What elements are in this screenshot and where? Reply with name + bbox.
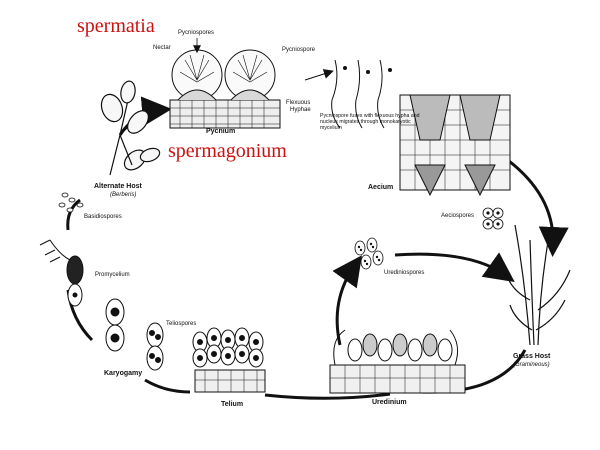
flexuous-hyphae bbox=[304, 59, 392, 129]
arrow-karyogamy-to-telium bbox=[144, 378, 191, 394]
label-promycelium: Promycelium bbox=[95, 272, 130, 278]
aeciospores-cluster bbox=[482, 207, 504, 230]
label-aeciospores: Aeciospores bbox=[441, 213, 475, 219]
aecium-illustration bbox=[399, 94, 511, 197]
label-flexuous-2: Hyphae bbox=[290, 107, 311, 113]
karyogamy-teliospores bbox=[105, 298, 164, 371]
arrow-aecium-to-grass bbox=[504, 156, 569, 257]
urediniospores-cluster bbox=[354, 237, 384, 270]
telium-illustration bbox=[192, 327, 266, 393]
label-fusion-note: Pycniospore fuses with flexuous hypha an… bbox=[320, 113, 420, 132]
label-gramineous: (Gramineous) bbox=[513, 362, 550, 368]
annotation-spermagonium: spermagonium bbox=[168, 140, 287, 162]
grass-host-plant bbox=[504, 224, 571, 346]
arrow-telium-to-uredinium bbox=[264, 392, 391, 400]
label-aecium: Aecium bbox=[368, 184, 394, 191]
promycelium-illustration bbox=[39, 239, 84, 307]
arrow-uredinio-cycle bbox=[332, 255, 362, 346]
label-basidiospores: Basidiospores bbox=[84, 214, 122, 220]
label-pycnium: Pycnium bbox=[206, 128, 236, 135]
label-grass-host: Grass Host bbox=[513, 353, 551, 360]
label-urediniospores: Urediniospores bbox=[384, 270, 425, 276]
arrow-uredinio-to-grass bbox=[394, 252, 515, 282]
label-pycniospores-top: Pycniospores bbox=[178, 30, 215, 36]
label-alternate-host: Alternate Host bbox=[94, 183, 142, 190]
label-uredinium: Uredinium bbox=[372, 399, 407, 406]
label-karyogamy: Karyogamy bbox=[104, 370, 143, 377]
pycnium-illustration bbox=[169, 38, 281, 129]
basidiospores-cluster bbox=[58, 192, 84, 213]
barberry-plant bbox=[100, 80, 161, 176]
label-flexuous-1: Flexuous bbox=[286, 100, 311, 106]
label-teliospores: Teliospores bbox=[166, 321, 197, 327]
label-nectar: Nectar bbox=[153, 45, 171, 51]
annotation-spermatia: spermatia bbox=[77, 15, 155, 37]
label-pycniospore: Pycniospore bbox=[282, 47, 316, 53]
uredinium-illustration bbox=[329, 329, 466, 394]
label-berberis: (Berberis) bbox=[110, 192, 137, 198]
label-telium: Telium bbox=[221, 401, 244, 408]
arrow-basidio-to-host bbox=[66, 198, 81, 231]
